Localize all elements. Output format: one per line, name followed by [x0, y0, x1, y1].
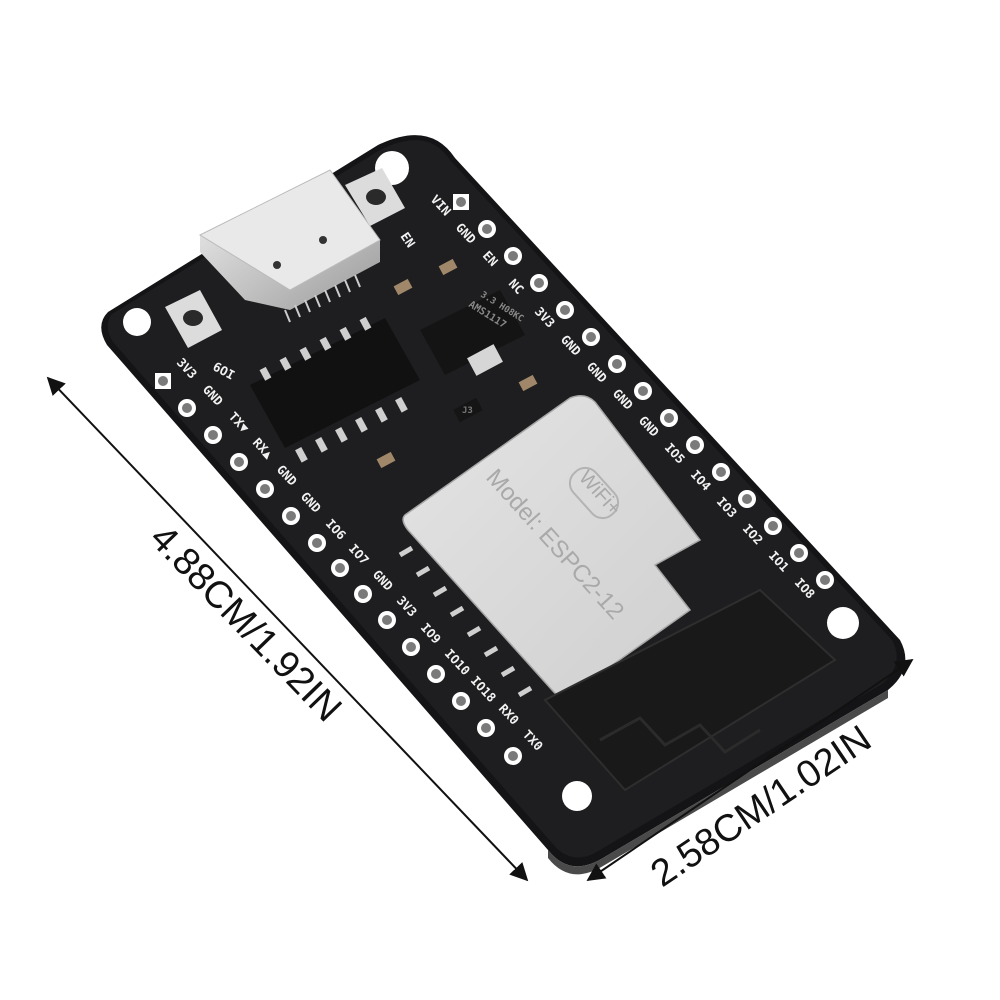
boot-button[interactable] — [165, 290, 222, 348]
dimension-arrow-width — [586, 658, 914, 882]
pin-pad — [478, 220, 496, 238]
mounting-hole-bottom — [562, 781, 592, 811]
transistor-label: J3 — [462, 406, 473, 416]
pin-pad — [178, 399, 196, 417]
usb-c-connector — [198, 169, 381, 323]
mounting-hole-left — [123, 308, 151, 336]
mounting-hole-right — [827, 607, 859, 639]
en-button-label: EN — [398, 229, 419, 250]
dimension-arrow-length — [46, 376, 529, 882]
en-button[interactable] — [345, 168, 405, 226]
wifi-badge — [568, 466, 620, 520]
